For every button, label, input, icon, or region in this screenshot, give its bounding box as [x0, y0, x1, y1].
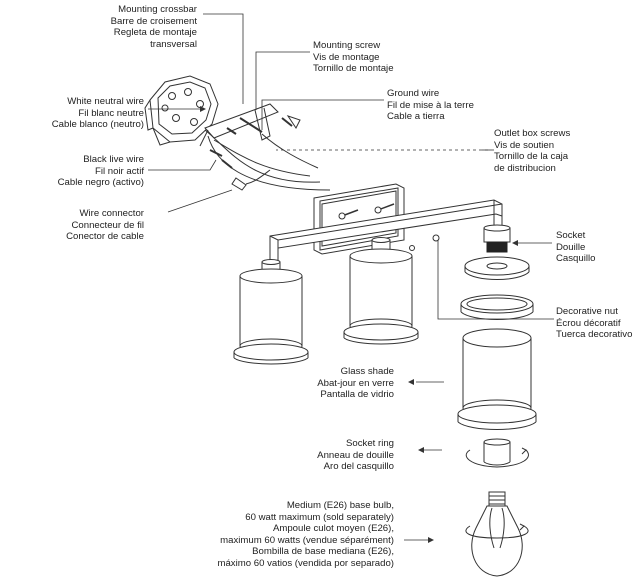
label-glass-shade: Glass shade Abat-jour en verre Pantalla … [317, 366, 394, 401]
label-wire-connector: Wire connector Connecteur de fil Conecto… [66, 208, 144, 243]
label-decorative-nut: Decorative nut Écrou décoratif Tuerca de… [556, 306, 633, 341]
label-socket-ring: Socket ring Anneau de douille Aro del ca… [317, 438, 394, 473]
label-mounting-screw: Mounting screw Vis de montage Tornillo d… [313, 40, 394, 75]
label-outlet-box-screws: Outlet box screws Vis de soutien Tornill… [494, 128, 571, 174]
outlet-box [144, 75, 219, 146]
label-white-neutral-wire: White neutral wire Fil blanc neutre Cabl… [51, 96, 144, 131]
exploded-socket [464, 224, 530, 280]
label-ground-wire: Ground wire Fil de mise à la terre Cable… [387, 88, 474, 123]
middle-lamp [343, 237, 419, 345]
left-lamp [233, 259, 309, 365]
label-mounting-crossbar: Mounting crossbar Barre de croisement Re… [110, 4, 197, 50]
loose-screw [432, 234, 440, 242]
studs [338, 203, 395, 220]
label-socket: Socket Douille Casquillo [556, 230, 596, 265]
leader-arrows [200, 106, 518, 543]
exploded-bulb [465, 491, 529, 577]
mounting-screws [209, 115, 301, 169]
label-bulb: Medium (E26) base bulb, 60 watt maximum … [217, 500, 394, 569]
exploded-decorative-nut [460, 294, 534, 320]
label-black-live-wire: Black live wire Fil noir actif Cable neg… [57, 154, 144, 189]
wires [204, 129, 331, 191]
leader-lines [148, 13, 554, 541]
exploded-glass-shade [457, 328, 537, 430]
exploded-socket-ring [465, 438, 529, 468]
